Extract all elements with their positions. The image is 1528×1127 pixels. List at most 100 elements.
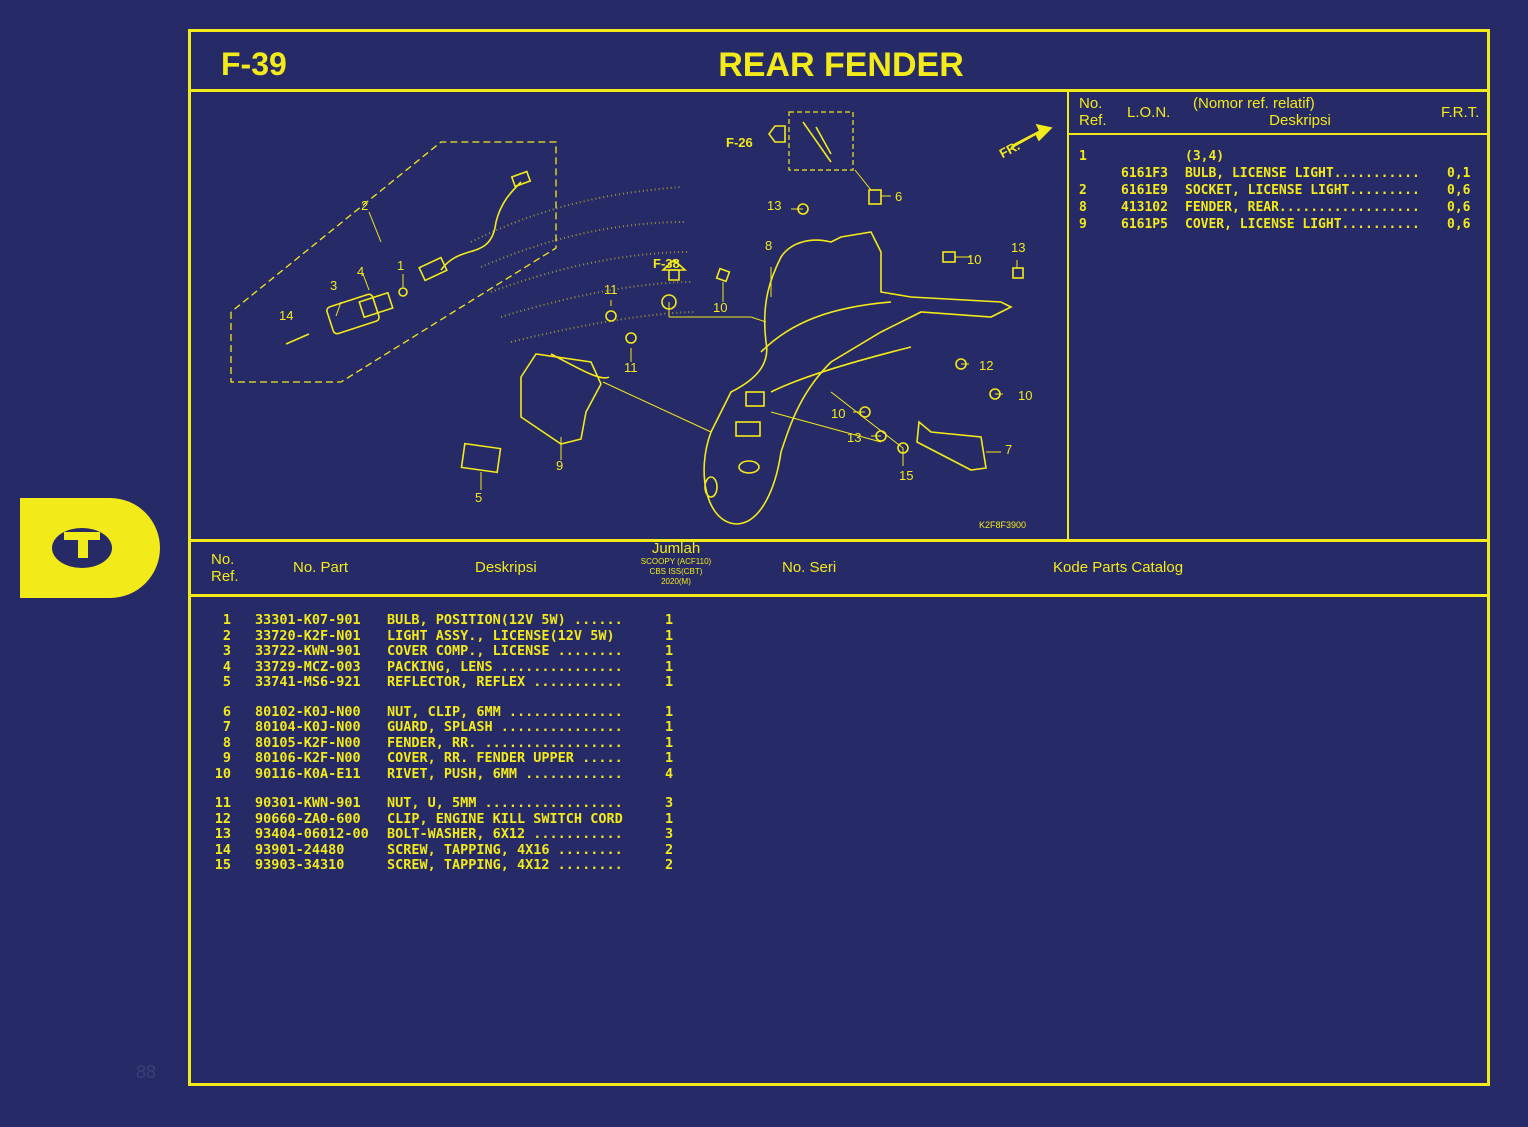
- lon-header-ref: No. Ref.: [1079, 95, 1107, 129]
- callout-1: 1: [397, 258, 405, 273]
- lon-cell-lon: 413102: [1121, 200, 1168, 215]
- lon-cell-lon: 6161F3: [1121, 166, 1168, 181]
- lon-cell-lon: 6161E9: [1121, 183, 1168, 198]
- header-divider: [191, 89, 1487, 92]
- callout-5: 5: [475, 490, 483, 505]
- part-row: 4 33729-MCZ-003 PACKING, LENS ............…: [191, 659, 1487, 675]
- parts-header-desc: Deskripsi: [475, 559, 537, 576]
- part-cell-qty: 2: [665, 841, 674, 858]
- callout-9: 9: [556, 458, 564, 473]
- front-direction-label: FR.: [996, 137, 1023, 162]
- part-cell-ref: 9: [222, 750, 231, 766]
- callout-2: 2: [361, 198, 369, 213]
- part-cell-ref: 13: [214, 826, 231, 842]
- section-code: F-39: [221, 46, 287, 82]
- catalog-frame: F-39 REAR FENDER: [188, 29, 1490, 1086]
- part-cell-part: 33301-K07-901: [255, 612, 361, 628]
- part-cell-ref: 8: [222, 734, 231, 751]
- part-cell-qty: 1: [665, 810, 674, 827]
- exploded-diagram: [230, 111, 1053, 525]
- part-cell-part: 93901-24480: [255, 841, 345, 858]
- lon-cell-desc: FENDER, REAR..................: [1185, 200, 1420, 215]
- part-cell-desc: CLIP, ENGINE KILL SWITCH CORD: [387, 810, 623, 827]
- part-cell-desc: FENDER, RR. .................: [387, 734, 623, 751]
- lon-header-desc-2: Deskripsi: [1269, 112, 1331, 129]
- callout-f38: F-38: [653, 256, 680, 271]
- lon-cell-desc: SOCKET, LICENSE LIGHT.........: [1185, 183, 1420, 198]
- part-cell-qty: 1: [665, 719, 674, 735]
- part-cell-qty: 1: [665, 703, 674, 720]
- part-cell-part: 33741-MS6-921: [255, 674, 361, 690]
- callout-13b: 13: [1011, 240, 1026, 255]
- part-cell-ref: 6: [222, 703, 231, 720]
- parts-header-qty-type: CBS ISS(CBT): [649, 567, 703, 576]
- part-cell-ref: 14: [214, 841, 231, 858]
- part-cell-desc: COVER, RR. FENDER UPPER .....: [387, 750, 623, 766]
- part-cell-part: 33720-K2F-N01: [255, 627, 361, 644]
- part-cell-part: 90301-KWN-901: [255, 795, 361, 811]
- parts-header-qty-model: SCOOPY (ACF110): [640, 557, 712, 566]
- lon-cell-ref: 8: [1079, 200, 1087, 215]
- part-cell-ref: 1: [222, 612, 231, 628]
- lon-table: No. Ref. L.O.N. (Nomor ref. relatif) Des…: [1069, 89, 1487, 539]
- part-cell-part: 33729-MCZ-003: [255, 658, 361, 675]
- part-cell-ref: 4: [222, 658, 231, 675]
- part-cell-qty: 1: [665, 643, 674, 659]
- parts-header-qty-year: 2020(M): [661, 577, 691, 586]
- callout-10d: 10: [831, 406, 846, 421]
- callout-10b: 10: [967, 252, 982, 267]
- lon-cell-frt: 0,1: [1447, 166, 1471, 181]
- lon-header-lon: L.O.N.: [1127, 104, 1171, 121]
- lon-header-desc-1: (Nomor ref. relatif): [1193, 95, 1315, 112]
- part-cell-desc: REFLECTOR, REFLEX ...........: [387, 674, 623, 690]
- part-cell-ref: 7: [222, 719, 231, 735]
- callout-12: 12: [979, 358, 994, 373]
- part-cell-qty: 1: [665, 612, 674, 628]
- callout-f26: F-26: [726, 135, 753, 150]
- callout-3: 3: [330, 278, 338, 293]
- parts-header-ref-1: No.: [211, 551, 235, 568]
- lon-cell-ref: 9: [1079, 217, 1087, 232]
- part-cell-ref: 10: [214, 765, 231, 782]
- page-title: REAR FENDER: [718, 46, 964, 84]
- part-cell-part: 80106-K2F-N00: [255, 750, 361, 766]
- parts-header-kode: Kode Parts Catalog: [1053, 559, 1184, 576]
- part-cell-qty: 2: [665, 857, 674, 873]
- lon-header-ref-2: Ref.: [1079, 112, 1107, 129]
- part-cell-desc: SCREW, TAPPING, 4X12 ........: [387, 857, 623, 873]
- parts-header-ref: No. Ref.: [211, 551, 239, 585]
- parts-header-qty-label: Jumlah: [651, 540, 701, 557]
- parts-top-divider: [191, 539, 1487, 542]
- part-cell-qty: 3: [665, 826, 674, 842]
- part-cell-qty: 4: [665, 765, 674, 782]
- part-cell-desc: NUT, U, 5MM .................: [387, 795, 623, 811]
- part-cell-part: 80102-K0J-N00: [255, 703, 361, 720]
- part-cell-qty: 3: [665, 795, 674, 811]
- callout-11a: 11: [604, 282, 618, 297]
- part-row: 9 80106-K2F-N00 COVER, RR. FENDER UPPER ..…: [191, 750, 1487, 766]
- callout-7: 7: [1005, 442, 1013, 457]
- parts-header-qty: Jumlah SCOOPY (ACF110) CBS ISS(CBT) 2020…: [621, 540, 731, 587]
- lon-cell-ref: 1: [1079, 149, 1087, 164]
- part-cell-part: 33722-KWN-901: [255, 643, 361, 659]
- part-cell-desc: PACKING, LENS ...............: [387, 658, 623, 675]
- logo-mark-icon: [52, 528, 112, 568]
- diagram-labels: 2 1 4 3 14 5 9 11 11 F-38 10 8 13 F-26 6…: [191, 92, 1067, 538]
- lon-header-ref-1: No.: [1079, 95, 1103, 112]
- lon-cell-desc: COVER, LICENSE LIGHT..........: [1185, 217, 1420, 232]
- callout-13a: 13: [767, 198, 782, 213]
- part-cell-qty: 1: [665, 627, 674, 644]
- part-cell-qty: 1: [665, 658, 674, 675]
- lon-cell-frt: 0,6: [1447, 183, 1471, 198]
